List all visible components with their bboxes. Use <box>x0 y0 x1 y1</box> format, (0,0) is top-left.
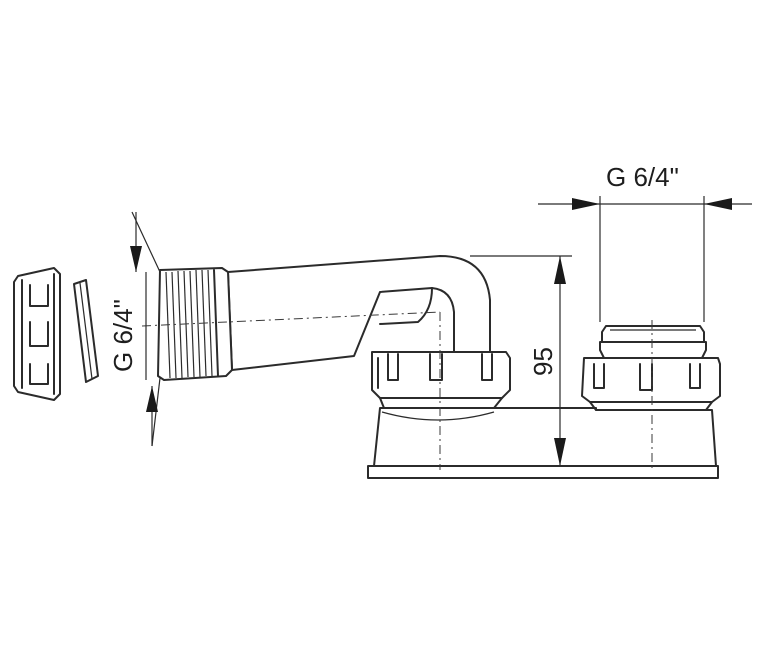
siphon-body <box>367 351 721 479</box>
union-nut <box>13 267 61 401</box>
height-label: 95 <box>528 347 558 376</box>
dimension-height <box>470 255 572 466</box>
top-thread-label: G 6/4" <box>606 162 679 192</box>
centerlines <box>141 311 653 470</box>
left-thread-label: G 6/4" <box>108 299 138 372</box>
dimension-left <box>130 211 161 447</box>
sealing-ring <box>73 279 99 383</box>
outlet-connector <box>599 325 707 359</box>
dimension-top <box>538 196 752 322</box>
